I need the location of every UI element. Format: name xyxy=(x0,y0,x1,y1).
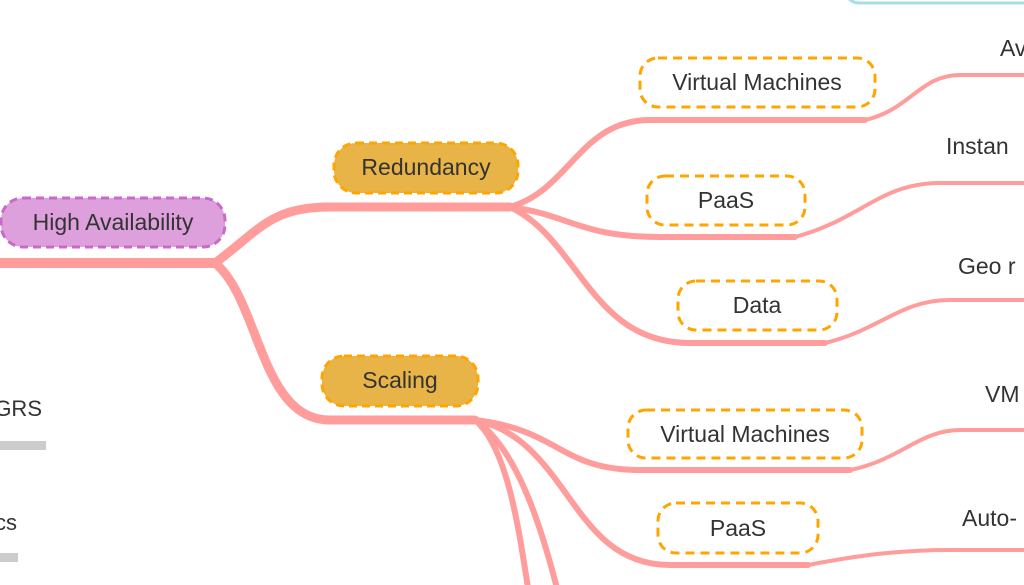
branch-scaling-vm xyxy=(472,417,853,473)
branch-redundancy-data xyxy=(507,204,828,346)
offscreen-node-box xyxy=(848,0,1024,5)
leaf-label[interactable]: Av xyxy=(1000,35,1024,61)
branch-leaf-vm xyxy=(848,428,1024,472)
branch-scaling xyxy=(210,258,480,425)
branch-leaf-geo xyxy=(823,298,1024,345)
branch-scaling-paas xyxy=(472,417,811,568)
topic-label: Scaling xyxy=(362,367,437,393)
subtopic-label: PaaS xyxy=(710,515,766,541)
subtopic-label: Virtual Machines xyxy=(672,69,842,95)
subtopic-label: Data xyxy=(733,292,782,318)
branch-redundancy-paas xyxy=(507,204,798,240)
leaf-label[interactable]: Geo r xyxy=(958,253,1016,279)
subtopic-scaling-paas[interactable] xyxy=(656,501,820,555)
leaf-label[interactable]: VM xyxy=(985,381,1020,407)
branch-leaf-auto xyxy=(806,548,1024,567)
left-fragment-2: cs xyxy=(0,510,17,535)
branch-redundancy-vm xyxy=(507,117,868,210)
branches xyxy=(0,73,1024,585)
leaf-label[interactable]: Auto- xyxy=(962,505,1017,531)
branch-redundancy xyxy=(210,202,515,268)
branch-leaf-av xyxy=(863,73,1024,122)
topic-label: Redundancy xyxy=(361,154,491,180)
left-bar-1 xyxy=(0,441,46,450)
subtopic-label: PaaS xyxy=(698,187,754,213)
subtopic-label: Virtual Machines xyxy=(660,421,830,447)
subtopic-redundancy-vm[interactable] xyxy=(638,56,877,109)
left-bar-2 xyxy=(0,553,18,562)
leaf-label[interactable]: Instan xyxy=(946,133,1009,159)
left-fragment-1: GRS xyxy=(0,396,42,421)
topic-redundancy[interactable]: Redundancy xyxy=(332,141,520,195)
branch-leaf-instan xyxy=(793,181,1024,239)
root-node[interactable]: High Availability xyxy=(0,196,227,249)
subtopic-redundancy-paas[interactable] xyxy=(645,174,807,227)
root-label: High Availability xyxy=(33,209,194,235)
topic-scaling[interactable]: Scaling xyxy=(320,354,480,408)
subtopic-redundancy-data[interactable] xyxy=(676,279,839,332)
subtopic-scaling-vm[interactable] xyxy=(626,408,864,460)
branch-scaling-more-2 xyxy=(472,417,560,585)
